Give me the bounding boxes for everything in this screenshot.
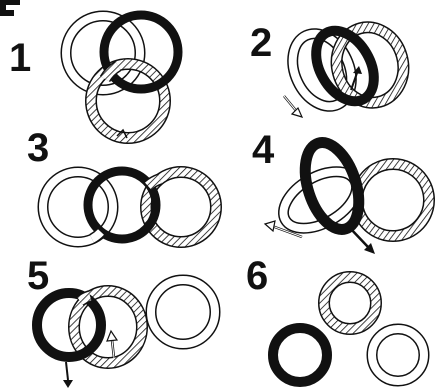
step-1-rings [66, 15, 178, 138]
arrow-outline-icon [107, 331, 117, 358]
plain-ring [372, 329, 424, 381]
black-ring [273, 328, 327, 382]
black-ring [295, 136, 368, 236]
step-2-rings [281, 20, 411, 117]
hatched-ring [324, 277, 376, 329]
arrow-down-icon [63, 362, 73, 388]
step-3-rings [43, 171, 216, 242]
plain-ring [151, 280, 215, 344]
step-5-rings [37, 280, 215, 388]
hatched-ring [352, 159, 433, 240]
arrow-outline-icon [284, 96, 302, 117]
step-6-rings [273, 277, 424, 382]
step-4-rings [265, 136, 434, 254]
